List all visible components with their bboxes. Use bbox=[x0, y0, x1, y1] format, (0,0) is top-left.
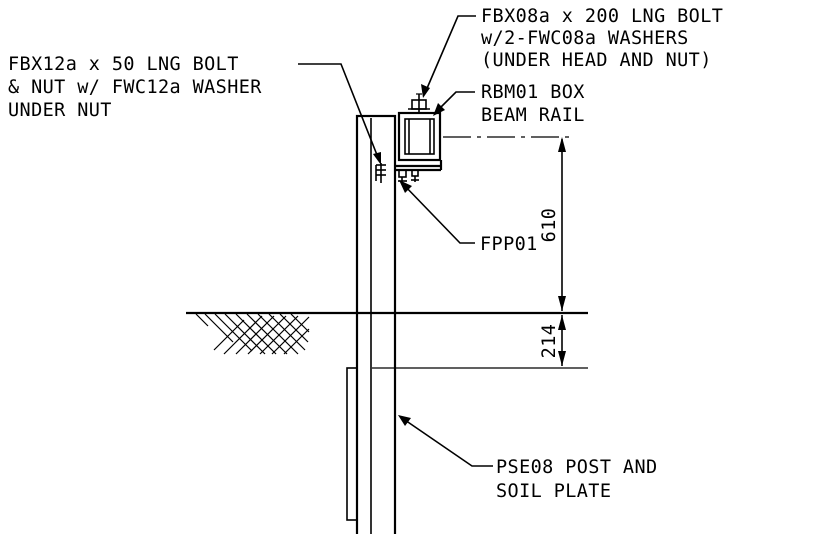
fpp01-label: FPP01 bbox=[480, 234, 538, 255]
leader-pse08 bbox=[398, 415, 493, 467]
box-beam-rail bbox=[397, 111, 442, 162]
fbx12-label-line1: FBX12a x 50 LNG BOLT bbox=[8, 54, 239, 75]
post bbox=[355, 114, 397, 534]
pse08-label-line1: PSE08 POST AND bbox=[496, 457, 658, 478]
leader-fpp01 bbox=[399, 180, 475, 244]
leader-fbx08 bbox=[421, 15, 476, 98]
fbx08-label-line1: FBX08a x 200 LNG BOLT bbox=[481, 6, 723, 27]
pse08-label-line2: SOIL PLATE bbox=[496, 481, 611, 502]
fbx08-label-line2: w/2-FWC08a WASHERS bbox=[481, 28, 689, 49]
soil-plate bbox=[346, 367, 358, 521]
dim-line-214 bbox=[558, 315, 566, 366]
fbx12-label-line2: & NUT w/ FWC12a WASHER bbox=[8, 77, 262, 98]
post-bolt bbox=[375, 163, 386, 183]
leader-rbm01 bbox=[433, 91, 475, 116]
rbm01-label-line2: BEAM RAIL bbox=[481, 105, 585, 126]
rail-bolt bbox=[408, 93, 430, 113]
dim-610-label: 610 bbox=[539, 208, 560, 243]
dim-line-610 bbox=[558, 137, 566, 311]
leader-fbx12 bbox=[298, 63, 381, 165]
fbx08-label-line3: (UNDER HEAD AND NUT) bbox=[481, 50, 712, 71]
fpp01-bracket bbox=[395, 160, 443, 172]
rbm01-label-line1: RBM01 BOX bbox=[481, 82, 585, 103]
soil-hatch bbox=[195, 313, 310, 355]
dim-214-label: 214 bbox=[539, 324, 560, 359]
fbx12-label-line3: UNDER NUT bbox=[8, 100, 112, 121]
